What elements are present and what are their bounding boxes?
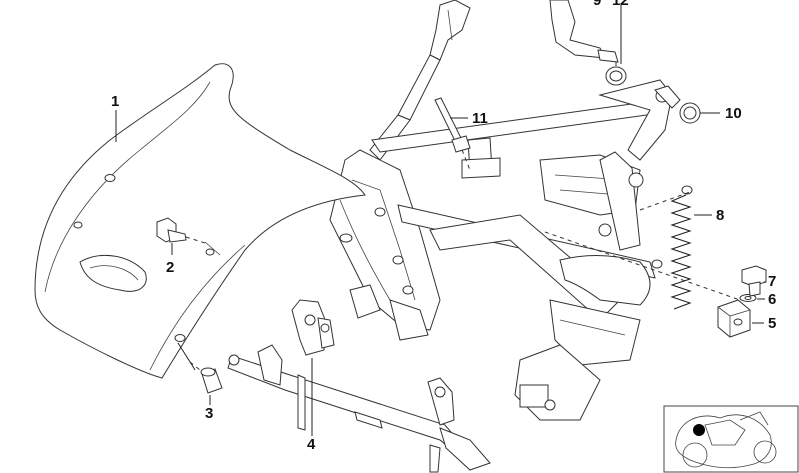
callout-9: 9 bbox=[593, 0, 601, 9]
motorcycle-thumbnail-icon bbox=[663, 405, 799, 473]
callout-12: 12 bbox=[612, 0, 629, 9]
callout-10: 10 bbox=[725, 105, 742, 122]
hex-screw bbox=[741, 265, 767, 297]
tension-spring bbox=[651, 185, 693, 310]
leader-lines bbox=[115, 3, 766, 436]
callout-11: 11 bbox=[472, 110, 488, 127]
assembly-lines bbox=[544, 62, 741, 301]
bearing-pin bbox=[549, 0, 619, 63]
location-marker-icon bbox=[693, 424, 705, 436]
callout-6: 6 bbox=[768, 291, 776, 308]
callouts: 1 2 3 4 5 6 7 8 9 10 11 12 bbox=[111, 0, 776, 453]
callout-5: 5 bbox=[768, 315, 776, 332]
fairing-shell bbox=[34, 63, 366, 379]
spacer-sleeve bbox=[177, 342, 223, 394]
callout-2: 2 bbox=[166, 259, 174, 276]
callout-1: 1 bbox=[111, 93, 119, 110]
callout-7: 7 bbox=[768, 273, 776, 290]
mounting-nut bbox=[156, 217, 206, 244]
clamp-block bbox=[717, 299, 751, 338]
washer bbox=[739, 294, 757, 302]
rubber-peg bbox=[434, 97, 471, 171]
retaining-ring bbox=[654, 85, 701, 124]
holder-bracket bbox=[227, 299, 491, 473]
callout-8: 8 bbox=[716, 207, 724, 224]
callout-4: 4 bbox=[307, 436, 316, 453]
callout-3: 3 bbox=[205, 405, 213, 422]
o-ring-12 bbox=[605, 66, 627, 86]
